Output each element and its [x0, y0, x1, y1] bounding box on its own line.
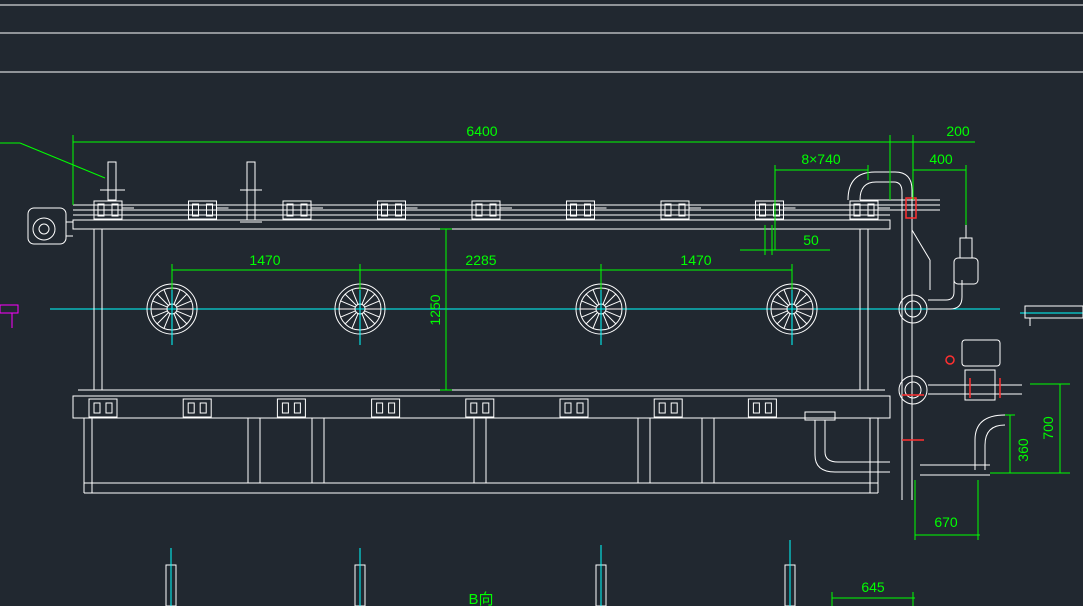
right-pipe-assembly	[804, 171, 1022, 500]
right-section-marker	[1024, 305, 1083, 326]
bottom-clamp	[747, 398, 777, 418]
dimension-lines	[72, 135, 1070, 606]
drawing-frame-top	[0, 4, 1083, 73]
bottom-clamp	[182, 398, 212, 418]
top-clamp	[93, 200, 134, 220]
top-rail	[73, 199, 940, 211]
leader-line	[0, 142, 106, 179]
bottom-clamp	[653, 398, 683, 418]
dim-pipe-width: 670	[934, 514, 958, 530]
dimension-labels: 6400 200 8×740 400 50 1470 2285 1470 125…	[249, 123, 1056, 606]
top-clamp	[755, 200, 796, 220]
red-accents	[902, 197, 1001, 441]
bottom-clamp	[465, 398, 495, 418]
tank-body	[72, 209, 891, 494]
top-clamp	[377, 200, 418, 220]
dim-overall-length: 6400	[466, 123, 497, 139]
bottom-clamp	[276, 398, 306, 418]
wheel-group	[146, 280, 818, 345]
dim-wheel-spacing-mid: 2285	[465, 252, 496, 268]
dim-small-gap: 50	[803, 232, 819, 248]
bottom-clamp	[559, 398, 589, 418]
dim-pipe-height-upper: 700	[1040, 416, 1056, 440]
top-clamp	[566, 200, 607, 220]
support-legs	[247, 417, 715, 484]
left-section-marker	[0, 304, 19, 328]
centerlines	[50, 308, 1083, 314]
dim-right-offset: 200	[946, 123, 970, 139]
top-clamp	[660, 200, 701, 220]
view-label: B向	[468, 591, 493, 606]
dim-bottom-width: 645	[861, 579, 885, 595]
dim-wheel-spacing-right: 1470	[680, 252, 711, 268]
left-pump	[27, 207, 73, 245]
bottom-clamps	[88, 398, 777, 418]
bottom-clamp	[88, 398, 118, 418]
top-clamp	[282, 200, 323, 220]
bottom-view-centerlines	[170, 540, 791, 606]
dim-pipe-height-lower: 360	[1015, 438, 1031, 462]
dim-pitch-spec: 8×740	[801, 151, 841, 167]
dim-wheel-spacing-left: 1470	[249, 252, 280, 268]
top-clamp	[471, 200, 512, 220]
dim-height: 1250	[427, 294, 443, 325]
bottom-clamp	[371, 398, 401, 418]
dim-pipe-offset: 400	[929, 151, 953, 167]
top-clamp	[188, 200, 229, 220]
top-clamps	[93, 200, 890, 220]
standpipes	[100, 161, 262, 223]
